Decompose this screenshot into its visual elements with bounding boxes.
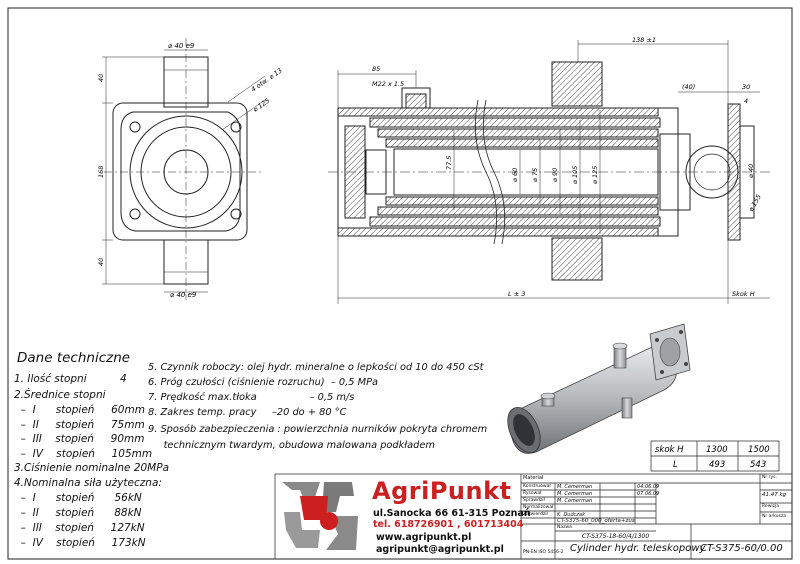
tb-sheet-label: Nr arkusza: [762, 514, 787, 519]
tb-file-name: CT-S375-60_000_oferta+zus: [557, 518, 635, 524]
tb-row-label: Normalizował: [523, 505, 554, 510]
tb-material-label: Materiał: [523, 475, 544, 481]
table-skok-1500: 1500: [748, 445, 770, 455]
tb-revision-label: Rewizja: [762, 504, 779, 509]
agripunkt-logo: [282, 482, 358, 550]
tb-row-label: Rysował: [523, 491, 542, 496]
tb-name: K. Dudczak: [557, 512, 585, 518]
dim-d155: ⌀ 155: [747, 193, 763, 213]
spec-line: – IV stopień 173kN: [14, 537, 146, 549]
table-l-493: 493: [709, 460, 725, 470]
spec-line: – III stopień 127kN: [14, 522, 145, 534]
tb-name: M. Cemerman: [557, 491, 593, 497]
dim-168: 168: [97, 166, 105, 178]
note-line: 6. Próg czułości (ciśnienie rozruchu) – …: [148, 377, 378, 388]
note-line: technicznym twardym, obudowa malowana po…: [148, 440, 435, 451]
spec-line: – I stopień 56kN: [14, 492, 142, 504]
spec-line: 2.Średnice stopni: [14, 389, 106, 401]
spec-line: – III stopień 90mm: [14, 433, 145, 445]
spec-line: 1. Ilość stopni 4: [14, 373, 127, 385]
dim-d40-top: ⌀ 40 e9: [168, 42, 195, 50]
dim-m22: M22 x 1.5: [372, 80, 404, 88]
dim-138: 138 ±1: [632, 36, 656, 44]
dim-40-left-top: 40: [97, 74, 105, 82]
table-l-543: 543: [750, 460, 766, 470]
dim-77-5: 77.5: [445, 156, 453, 170]
tb-row-label: Sprawdził: [523, 498, 545, 503]
note-line: 9. Sposób zabezpieczenia : powierzchnia …: [148, 424, 488, 435]
table-l-label: L: [673, 460, 678, 470]
company-phone: tel. 618726901 , 601713404: [373, 519, 524, 530]
flange-front-view: [102, 38, 266, 300]
note-line: 7. Prędkość max.tłoka – 0,5 m/s: [148, 392, 355, 403]
note-line: 5. Czynnik roboczy: olej hydr. mineralne…: [148, 362, 484, 373]
spec-line: – II stopień 88kN: [14, 507, 142, 519]
spec-line: 4.Nominalna siła użyteczna:: [14, 477, 162, 489]
dim-30: 30: [742, 83, 750, 91]
dim-d40-ball: ⌀ 40: [747, 164, 755, 178]
tb-drawing-no: CT-S375-60/0.00: [700, 543, 783, 554]
dim-4: 4: [744, 97, 748, 105]
table-skok-1300: 1300: [706, 445, 728, 455]
dim-85: 85: [372, 65, 380, 73]
cylinder-section-view: [328, 40, 770, 304]
company-web: www.agripunkt.pl: [376, 532, 472, 543]
tb-date: 04.06.09: [637, 484, 660, 490]
dim-d75: ⌀ 75: [531, 168, 539, 182]
spec-line: 3.Ciśnienie nominalne 20MPa: [14, 462, 170, 474]
dim-d90: ⌀ 90: [551, 168, 559, 182]
specs-title: Dane techniczne: [17, 350, 131, 366]
spec-line: – IV stopień 105mm: [14, 448, 153, 460]
tb-doc-no: CT-S375-18-60/4/1300: [582, 533, 650, 540]
tb-pn-label: PN-EN ISO 5456-2: [523, 550, 564, 555]
dim-d40-bottom: ⌀ 40 e9: [170, 291, 197, 299]
dim-40-top: (40): [682, 83, 695, 91]
dim-40-left-bot: 40: [97, 258, 105, 266]
tb-name: M. Cemerman: [557, 484, 593, 490]
tb-row-label: Zatwierdził: [523, 512, 548, 517]
tb-row-label: Konstruował: [523, 484, 551, 489]
company-email: agripunkt@agripunkt.pl: [376, 544, 504, 555]
stroke-table: [650, 440, 780, 472]
dim-4-holes: 4 otw. ⌀ 13: [250, 66, 284, 93]
table-skok-label: skok H: [655, 445, 684, 455]
dim-d105: ⌀ 105: [571, 166, 579, 184]
spec-line: – II stopień 75mm: [14, 419, 145, 431]
tb-name: M. Cemerman: [557, 498, 593, 504]
tb-title: Cylinder hydr. teleskopowy: [570, 543, 706, 554]
dim-skok-h: Skok H: [732, 290, 755, 298]
company-address: ul.Sanocka 66 61-315 Poznań: [373, 508, 531, 519]
dim-d125-flange: ⌀ 125: [252, 97, 272, 114]
tb-nr-label: Nr rys.: [762, 475, 777, 480]
tb-date: 07.06.09: [637, 491, 660, 497]
company-name: AgriPunkt: [372, 477, 512, 505]
dim-L: L ± 3: [508, 290, 525, 298]
tb-nazwa-label: Nazwa: [557, 525, 572, 530]
spec-line: – I stopień 60mm: [14, 404, 145, 416]
tb-mass: 41.47 kg: [762, 492, 787, 498]
dim-d60: ⌀ 60: [511, 168, 519, 182]
title-block: [274, 473, 793, 560]
cylinder-3d-render: [507, 323, 691, 454]
note-line: 8. Zakres temp. pracy –20 do + 80 °C: [148, 407, 347, 418]
dim-d125-bore: ⌀ 125: [591, 166, 599, 184]
